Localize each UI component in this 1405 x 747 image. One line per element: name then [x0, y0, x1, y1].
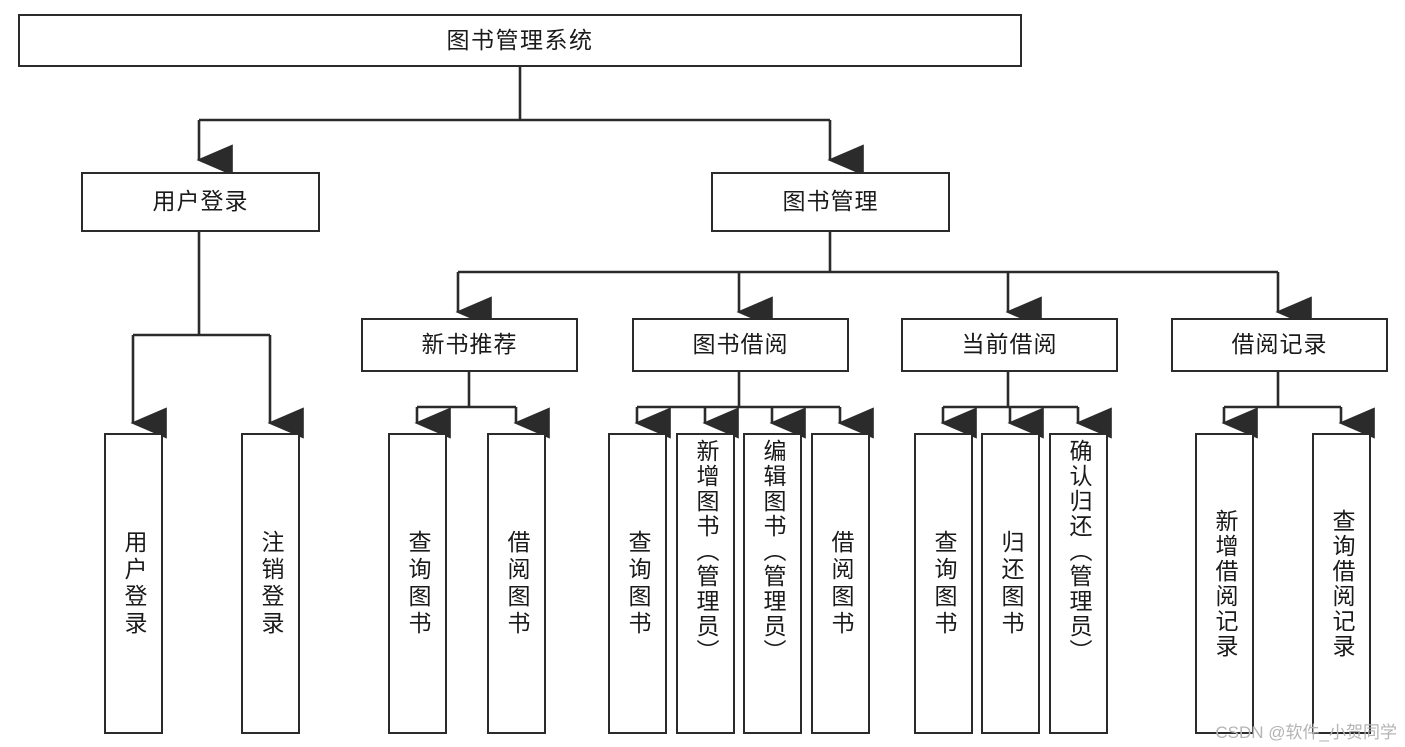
- node-label: 新增借阅记录: [1212, 508, 1238, 659]
- leaf-query-book-nb[interactable]: 查询图书: [388, 433, 447, 734]
- node-book-borrow[interactable]: 图书借阅: [632, 318, 849, 372]
- node-label: 用户登录: [152, 188, 249, 215]
- node-label: 新增图书（管理员）: [693, 439, 719, 664]
- node-root-system[interactable]: 图书管理系统: [18, 14, 1022, 67]
- node-label: 新书推荐: [421, 331, 518, 358]
- leaf-return-book[interactable]: 归还图书: [981, 433, 1040, 734]
- leaf-user-login[interactable]: 用户登录: [104, 433, 163, 734]
- node-borrow-records[interactable]: 借阅记录: [1171, 318, 1388, 372]
- leaf-borrow-book-bb[interactable]: 借阅图书: [811, 433, 870, 734]
- node-label: 图书管理: [782, 188, 879, 215]
- leaf-query-borrow-record[interactable]: 查询借阅记录: [1312, 433, 1371, 734]
- node-label: 借阅记录: [1231, 331, 1328, 358]
- node-label: 用户登录: [121, 529, 147, 638]
- node-label: 查询图书: [931, 529, 957, 638]
- node-label: 图书借阅: [692, 331, 789, 358]
- leaf-logout[interactable]: 注销登录: [241, 433, 300, 734]
- node-book-management[interactable]: 图书管理: [711, 172, 950, 232]
- node-label: 借阅图书: [504, 529, 530, 638]
- node-current-borrow[interactable]: 当前借阅: [901, 318, 1118, 372]
- node-user-login[interactable]: 用户登录: [81, 172, 320, 232]
- node-new-book-recommend[interactable]: 新书推荐: [361, 318, 578, 372]
- node-label: 编辑图书（管理员）: [760, 439, 786, 664]
- node-label: 图书管理系统: [446, 26, 594, 53]
- leaf-borrow-book-nb[interactable]: 借阅图书: [487, 433, 546, 734]
- leaf-query-book-cb[interactable]: 查询图书: [914, 433, 973, 734]
- node-label: 确认归还（管理员）: [1066, 439, 1092, 664]
- node-label: 注销登录: [258, 529, 284, 638]
- node-label: 借阅图书: [828, 529, 854, 638]
- node-label: 查询借阅记录: [1329, 508, 1355, 659]
- leaf-add-borrow-record[interactable]: 新增借阅记录: [1195, 433, 1254, 734]
- node-label: 查询图书: [625, 529, 651, 638]
- leaf-add-book-admin[interactable]: 新增图书（管理员）: [676, 433, 735, 734]
- watermark-text: CSDN @软件_小贺同学: [1215, 723, 1397, 742]
- node-label: 查询图书: [405, 529, 431, 638]
- leaf-edit-book-admin[interactable]: 编辑图书（管理员）: [743, 433, 802, 734]
- leaf-query-book-bb[interactable]: 查询图书: [608, 433, 667, 734]
- node-label: 当前借阅: [961, 331, 1058, 358]
- leaf-confirm-return-admin[interactable]: 确认归还（管理员）: [1049, 433, 1108, 734]
- node-label: 归还图书: [998, 529, 1024, 638]
